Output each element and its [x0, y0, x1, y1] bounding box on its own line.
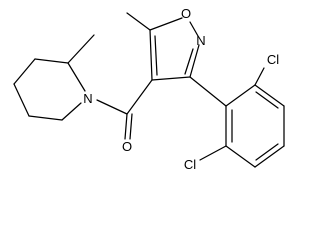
bond-n2-c3-inner	[184, 48, 194, 75]
bond-ar2-cl	[254, 67, 265, 86]
bond-n2-c3	[189, 44, 200, 78]
bond-c4pip-c5pip	[13, 83, 30, 117]
bond-ar5-ar6	[225, 145, 256, 168]
bond-methyl-c5	[126, 12, 151, 31]
bond-c5-o1	[149, 17, 183, 31]
bonds	[13, 12, 285, 168]
bond-c6pip-npip	[61, 102, 82, 121]
bond-c4-carbonyl	[126, 79, 153, 115]
bond-ar4-ar5-inner	[255, 143, 279, 161]
bond-c3-aryl	[189, 76, 227, 107]
bond-carbonyl-o	[124, 113, 128, 140]
carbonyl-oxygen-label: O	[122, 139, 132, 154]
bond-c3-c4	[151, 76, 191, 81]
bond-c4-c5-inner	[154, 35, 158, 76]
bond-npip-c2	[67, 62, 86, 92]
bond-c3pip-c4pip	[13, 58, 36, 85]
bond-c2-methyl	[67, 34, 95, 64]
piperidine-nitrogen-label: N	[83, 91, 92, 106]
bond-c5pip-c6pip	[28, 115, 63, 121]
isoxazole-oxygen-label: O	[181, 6, 191, 21]
bond-ar4-ar5	[254, 145, 285, 168]
bond-ar2-ar3	[254, 84, 285, 107]
chlorine-bottom-label: Cl	[184, 157, 196, 172]
bond-ar6-cl	[199, 145, 227, 161]
bond-carbonyl-o-second	[129, 113, 133, 140]
bond-ar1-ar2	[225, 84, 256, 107]
isoxazole-nitrogen-label: N	[196, 33, 205, 48]
bond-ar2-ar3-inner	[255, 91, 279, 109]
atom-labels: O N N O Cl Cl	[83, 6, 279, 172]
chemical-structure: O N N O Cl Cl	[0, 0, 293, 189]
bond-carbonyl-npip	[96, 99, 128, 115]
chlorine-top-label: Cl	[267, 52, 279, 67]
bond-c2-c3pip	[34, 58, 69, 64]
bond-o1-n2	[189, 21, 199, 37]
bond-c4-c5	[149, 29, 153, 81]
background	[0, 0, 293, 189]
